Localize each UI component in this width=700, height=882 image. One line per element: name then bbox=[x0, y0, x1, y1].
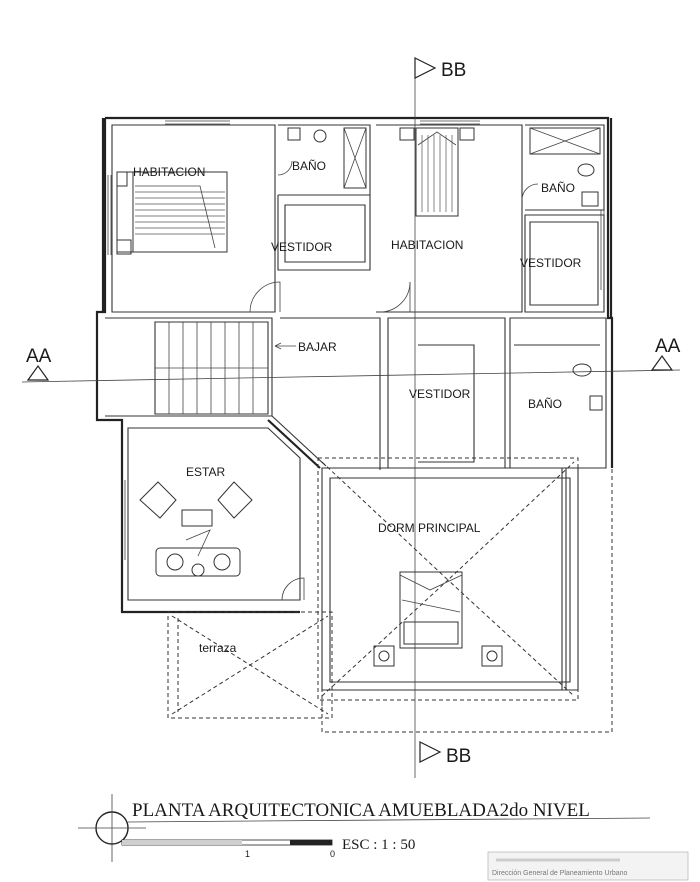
room-label-bano-1: BAÑO bbox=[292, 159, 326, 173]
bathroom-fixtures bbox=[287, 127, 603, 411]
scale-tick-0: 0 bbox=[330, 849, 335, 859]
room-label-habitacion-2: HABITACION bbox=[391, 238, 463, 252]
section-label-bb-bottom: BB bbox=[446, 746, 471, 767]
room-label-estar: ESTAR bbox=[186, 465, 225, 479]
door-swings bbox=[249, 160, 539, 601]
room-label-vestidor-2: VESTIDOR bbox=[520, 256, 582, 270]
room-label-bano-3: BAÑO bbox=[528, 397, 562, 411]
section-label-bb-top: BB bbox=[441, 60, 466, 81]
section-marker-top-icon bbox=[414, 57, 437, 79]
section-label-aa-right: AA bbox=[655, 336, 681, 357]
room-label-bano-2: BAÑO bbox=[541, 181, 575, 195]
bed-upper-right bbox=[399, 127, 475, 217]
section-marker-left-icon bbox=[26, 364, 50, 381]
room-label-vestidor-3: VESTIDOR bbox=[409, 387, 471, 401]
section-marker-bottom-icon bbox=[419, 741, 442, 763]
drawing-title: PLANTA ARQUITECTONICA AMUEBLADA2do NIVEL bbox=[132, 800, 590, 821]
room-label-vestidor-1: VESTIDOR bbox=[271, 240, 333, 254]
room-label-terraza: terraza bbox=[199, 641, 237, 655]
master-bed bbox=[373, 571, 503, 667]
room-label-bajar: BAJAR bbox=[298, 340, 337, 354]
stamp-text: Dirección General de Planeamiento Urbano bbox=[492, 870, 628, 877]
bed-upper-left bbox=[116, 171, 228, 255]
section-label-aa-left: AA bbox=[26, 346, 52, 367]
room-label-dorm-principal: DORM PRINCIPAL bbox=[378, 521, 481, 535]
section-labels: BB BB AA AA bbox=[26, 60, 681, 767]
section-lines bbox=[21, 57, 681, 778]
title-block: PLANTA ARQUITECTONICA AMUEBLADA2do NIVEL… bbox=[78, 794, 651, 862]
scale-tick-1: 1 bbox=[245, 849, 250, 859]
interior-walls bbox=[105, 124, 607, 691]
scale-text: ESC : 1 : 50 bbox=[342, 837, 415, 853]
room-labels: HABITACION BAÑO VESTIDOR HABITACION BAÑO… bbox=[133, 159, 582, 655]
approval-stamp: Dirección General de Planeamiento Urbano bbox=[487, 851, 689, 881]
living-furniture bbox=[139, 481, 253, 577]
room-label-habitacion-1: HABITACION bbox=[133, 165, 205, 179]
section-marker-right-icon bbox=[650, 354, 674, 371]
roof-outline bbox=[167, 457, 613, 733]
staircase bbox=[154, 321, 296, 415]
